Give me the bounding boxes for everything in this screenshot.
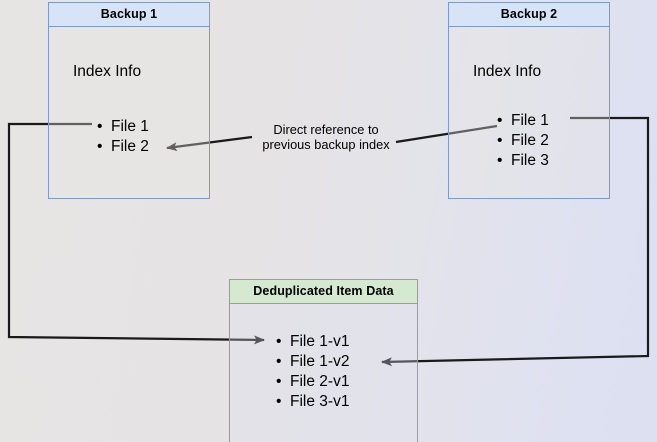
node-deduplicated-item-data-body: File 1-v1 File 1-v2 File 2-v1 File 3-v1 [230,304,417,442]
node-backup-1-body: Index Info File 1 File 2 [49,27,209,198]
node-backup-2[interactable]: Backup 2 Index Info File 1 File 2 File 3 [448,2,610,199]
node-deduplicated-item-data[interactable]: Deduplicated Item Data File 1-v1 File 1-… [229,279,418,442]
list-item: File 1-v2 [274,352,349,372]
node-backup-1-title: Backup 1 [49,3,209,27]
list-item: File 3 [495,151,549,171]
node-backup-1-item-list: File 1 File 2 [95,117,149,157]
node-deduplicated-item-list: File 1-v1 File 1-v2 File 2-v1 File 3-v1 [274,332,349,412]
node-deduplicated-item-data-title: Deduplicated Item Data [230,280,417,304]
list-item: File 2 [95,137,149,157]
node-backup-2-body: Index Info File 1 File 2 File 3 [449,27,609,198]
node-backup-2-section-label: Index Info [473,63,542,80]
list-item: File 1 [95,117,149,137]
list-item: File 2 [495,131,549,151]
list-item: File 1 [495,111,549,131]
node-backup-2-item-list: File 1 File 2 File 3 [495,111,549,171]
node-backup-1-section-label: Index Info [73,63,142,80]
edge-label-direct-reference: Direct reference to previous backup inde… [262,122,390,152]
node-backup-1[interactable]: Backup 1 Index Info File 1 File 2 [48,2,210,199]
list-item: File 2-v1 [274,372,349,392]
list-item: File 3-v1 [274,392,349,412]
node-backup-2-title: Backup 2 [449,3,609,27]
list-item: File 1-v1 [274,332,349,352]
